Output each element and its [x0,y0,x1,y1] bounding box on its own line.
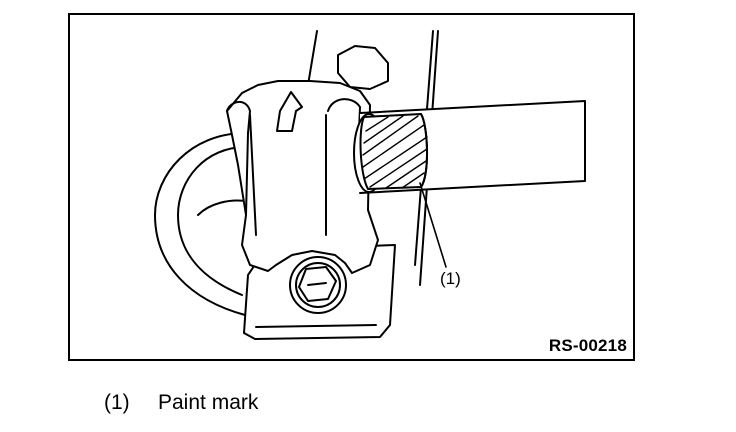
arrow-mark-icon [276,91,303,132]
bar-edge-line [420,113,429,188]
upper-bolt [337,45,389,90]
figure-code: RS-00218 [548,336,627,355]
callout-leader [419,182,447,268]
stabilizer-bushing-drawing [154,30,586,340]
link-detail [197,199,246,216]
clamp-left-seam [249,114,257,236]
legend-item: (1) Paint mark [104,391,258,415]
paint-mark-hatching [362,115,428,189]
bracket-edge [255,324,377,328]
clamp-right-flange [327,98,361,156]
lower-bolt-facet [307,282,327,286]
legend-text: Paint mark [158,391,259,414]
frame-line-left [307,30,318,86]
clamp-body [226,80,379,274]
clamp-left-flange [226,101,251,216]
callout-label: (1) [440,269,461,288]
link-arm [154,132,247,316]
illustration-frame: (1) RS-00218 [68,13,635,361]
lower-bolt-washer-inner [295,262,341,308]
link-arm-inner [177,146,247,296]
legend-number: (1) [104,391,130,414]
